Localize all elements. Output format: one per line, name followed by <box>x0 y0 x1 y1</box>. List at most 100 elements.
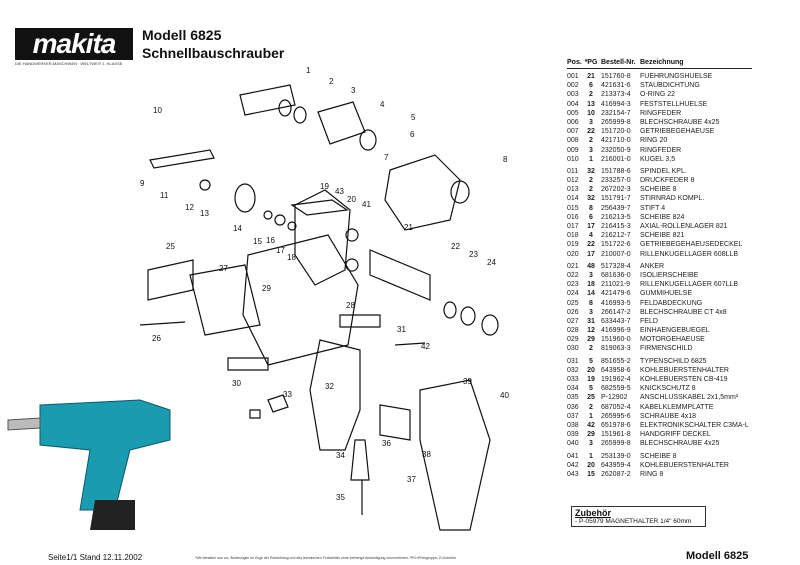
description-cell: MOTORGEHAEUSE <box>640 336 705 344</box>
logo-tagline: DIE HANDWERKER-MASCHINEN · WELTWEIT 1. K… <box>15 61 123 66</box>
label-17: 17 <box>276 246 285 255</box>
pos-cell: 006 <box>567 118 579 126</box>
description-cell: STAUBDICHTUNG <box>640 82 700 90</box>
part-locking-sleeve <box>317 101 366 145</box>
disclaimer: *Wir behalten uns vor, Änderungen im Zug… <box>195 556 457 560</box>
description-cell: ISOLIERSCHEIBE <box>640 271 699 279</box>
label-6: 6 <box>410 130 415 139</box>
part-company-sign <box>227 357 269 371</box>
order-no-cell: 216213-5 <box>601 213 631 221</box>
pos-cell: 015 <box>567 204 579 212</box>
order-no-cell: 232050-9 <box>601 146 631 154</box>
description-cell: SCHEIBE 824 <box>640 213 685 221</box>
part-gear-cover <box>294 189 351 286</box>
pg-cell: 3 <box>589 440 593 448</box>
pg-cell: 22 <box>587 128 595 136</box>
pos-cell: 005 <box>567 109 579 117</box>
order-no-cell: 643958-6 <box>601 366 631 374</box>
pos-cell: 036 <box>567 403 579 411</box>
pg-cell: 14 <box>587 290 595 298</box>
pg-cell: 8 <box>589 204 593 212</box>
pg-cell: 12 <box>587 327 595 335</box>
parts-table-header: Pos. *PG Bestell-Nr. Bezeichnung <box>567 59 752 69</box>
order-no-cell: 151960-0 <box>601 336 631 344</box>
order-no-cell: 262087-2 <box>601 470 631 478</box>
order-no-cell: 151720-0 <box>601 128 631 136</box>
order-no-cell: 151722-6 <box>601 241 631 249</box>
order-no-cell: 265999-8 <box>601 118 631 126</box>
description-cell: STIRNRAD KOMPL. <box>640 195 705 203</box>
label-35: 35 <box>336 493 345 502</box>
order-no-cell: 416994-3 <box>601 100 631 108</box>
label-12: 12 <box>185 203 194 212</box>
pos-cell: 011 <box>567 167 579 175</box>
label-34: 34 <box>336 451 345 460</box>
part-handle <box>309 339 361 451</box>
pg-cell: 2 <box>589 403 593 411</box>
label-31: 31 <box>397 325 406 334</box>
label-30: 30 <box>232 379 241 388</box>
pg-cell: 32 <box>587 195 595 203</box>
pos-cell: 039 <box>567 431 579 439</box>
header-description: Bezeichnung <box>640 59 684 66</box>
label-33: 33 <box>283 390 292 399</box>
page-title: Modell 6825 Schnellbauschrauber <box>142 26 284 62</box>
order-no-cell: 421631-6 <box>601 82 631 90</box>
order-no-cell: 151788-6 <box>601 167 631 175</box>
part-handle-cover <box>419 379 491 531</box>
tool-photo <box>7 399 171 530</box>
pos-cell: 025 <box>567 299 579 307</box>
pos-cell: 035 <box>567 394 579 402</box>
label-1: 1 <box>306 66 311 75</box>
pos-cell: 042 <box>567 461 579 469</box>
pg-cell: 13 <box>587 100 595 108</box>
pos-cell: 031 <box>567 357 579 365</box>
label-26: 26 <box>152 334 161 343</box>
label-22: 22 <box>451 242 460 251</box>
pos-cell: 033 <box>567 376 579 383</box>
pg-cell: 17 <box>587 223 595 230</box>
description-cell: SCHEIBE 8 <box>640 186 677 194</box>
label-23: 23 <box>469 250 478 259</box>
label-2: 2 <box>329 77 334 86</box>
pos-cell: 003 <box>567 91 579 99</box>
label-27: 27 <box>219 264 228 273</box>
order-no-cell: 265999-8 <box>601 440 631 448</box>
pg-cell: 3 <box>589 271 593 279</box>
description-cell: SCHEIBE 8 <box>640 452 677 460</box>
label-19: 19 <box>320 182 329 191</box>
order-no-cell: P-12902 <box>601 394 628 402</box>
pos-cell: 037 <box>567 412 579 420</box>
pg-cell: 2 <box>589 137 593 145</box>
order-no-cell: 421479-6 <box>601 290 631 298</box>
description-cell: KOHLEBUERSTEN CB-419 <box>640 376 728 383</box>
order-no-cell: 210007-0 <box>601 250 631 258</box>
pos-cell: 001 <box>567 73 579 80</box>
pg-cell: 19 <box>587 376 595 383</box>
label-21: 21 <box>404 223 413 232</box>
description-cell: BLECHSCHRAUBE CT 4x8 <box>640 308 727 316</box>
pos-cell: 013 <box>567 186 579 194</box>
pos-cell: 009 <box>567 146 579 154</box>
order-no-cell: 681636-0 <box>601 271 631 279</box>
label-16: 16 <box>266 236 275 245</box>
label-4: 4 <box>380 100 385 109</box>
label-3: 3 <box>351 86 356 95</box>
order-no-cell: 216212-7 <box>601 232 631 240</box>
description-cell: RILLENKUGELLAGER 608LLB <box>640 250 739 258</box>
order-no-cell: 851655-2 <box>601 357 631 365</box>
order-no-cell: 819063-3 <box>601 345 631 353</box>
